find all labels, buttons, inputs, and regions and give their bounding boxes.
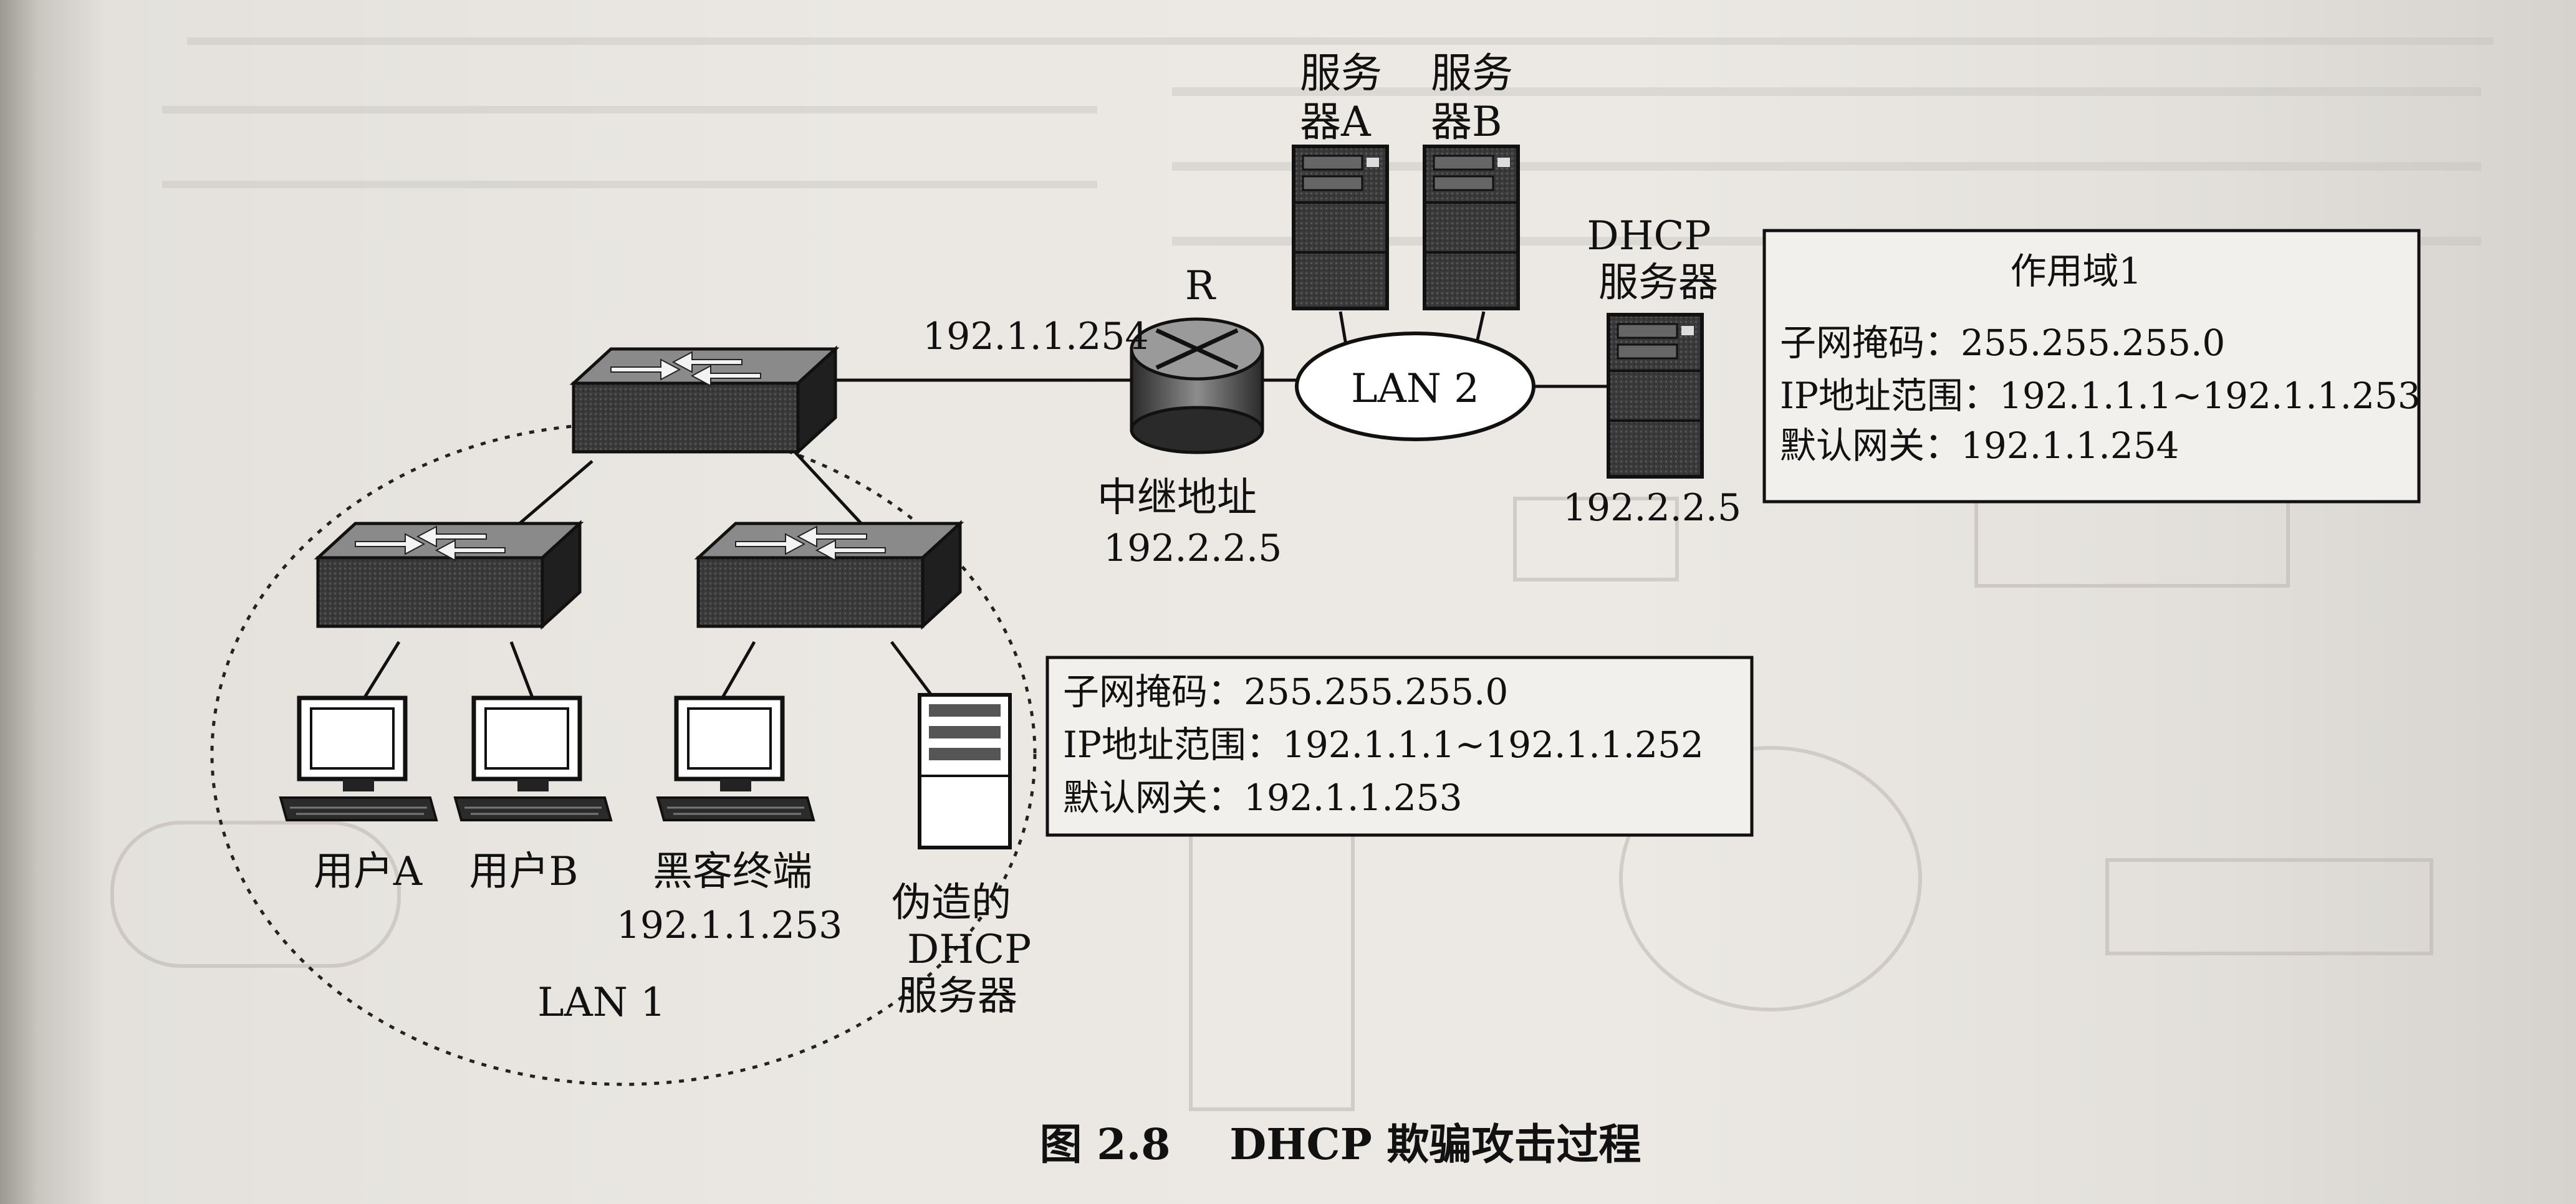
dhcp-server-ip: 192.2.2.5 (1563, 486, 1741, 530)
left-switch (318, 523, 580, 626)
figure-caption: 图 2.8 DHCP 欺骗攻击过程 (1040, 1120, 1641, 1170)
router-left-ip: 192.1.1.254 (923, 315, 1149, 358)
user-a-label: 用户A (314, 849, 423, 895)
lan1-boundary (210, 422, 1037, 1086)
top-switch (574, 349, 835, 452)
user-a-computer (281, 698, 436, 820)
right-switch (698, 523, 960, 626)
user-b-label: 用户B (469, 849, 578, 895)
scope1-title: 作用域1 (2011, 250, 2142, 292)
relay-address-label: 中继地址 (1097, 475, 1257, 521)
server-a-icon (1294, 146, 1387, 308)
rogue-config-box (1045, 656, 1754, 837)
dhcp-server-label1: DHCP (1587, 213, 1711, 259)
router-name: R (1185, 263, 1216, 309)
user-b-computer (455, 698, 611, 820)
hacker-label: 黑客终端 (653, 849, 812, 895)
hacker-computer (658, 698, 814, 820)
scope1-gateway: 默认网关：192.1.1.254 (1780, 424, 2180, 467)
rogue-gateway: 默认网关：192.1.1.253 (1063, 776, 1463, 819)
server-a-label: 服务器A (1300, 49, 1382, 146)
scope1-range: IP地址范围：192.1.1.1~192.1.1.253 (1780, 375, 2421, 417)
router-r (1130, 317, 1264, 454)
scope1-box (1762, 229, 2421, 504)
lan2-ellipse (1295, 332, 1536, 441)
hacker-ip: 192.1.1.253 (617, 904, 843, 947)
server-b-icon (1425, 146, 1518, 308)
scope1-mask: 子网掩码：255.255.255.0 (1780, 322, 2225, 364)
fake-dhcp-label: 伪造的 DHCP 服务器 (892, 880, 1044, 1020)
server-b-label: 服务器B (1431, 49, 1513, 146)
dhcp-server-icon (1608, 315, 1702, 477)
lan1-label: LAN 1 (537, 980, 666, 1026)
rogue-mask: 子网掩码：255.255.255.0 (1063, 671, 1508, 713)
dhcp-server-label2: 服务器 (1598, 260, 1718, 306)
fake-dhcp-server-icon (918, 693, 1012, 849)
rogue-range: IP地址范围：192.1.1.1~192.1.1.252 (1063, 724, 1704, 766)
lan2-label: LAN 2 (1351, 366, 1479, 412)
relay-address-ip: 192.2.2.5 (1103, 527, 1282, 570)
